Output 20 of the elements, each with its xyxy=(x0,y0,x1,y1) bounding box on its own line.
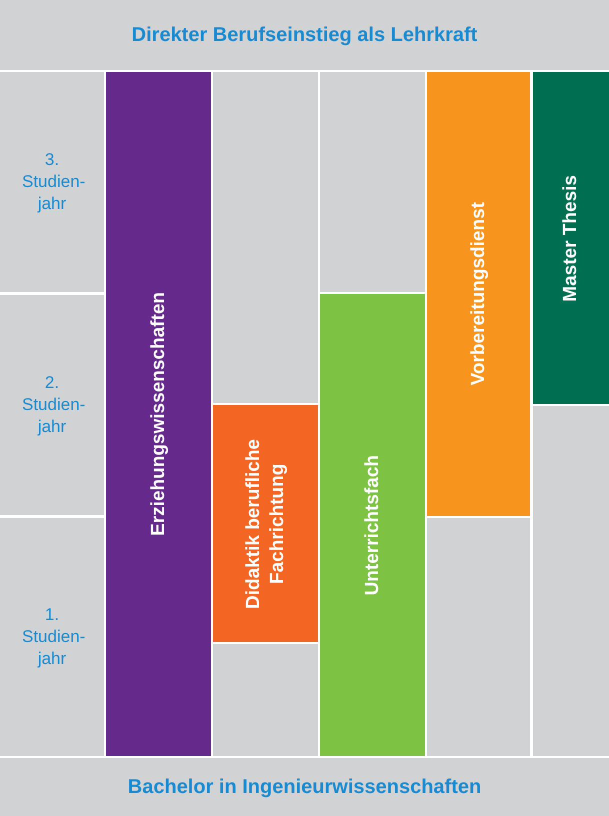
module-label: Didaktik berufliche Fachrichtung xyxy=(242,438,288,610)
heading-text: Direkter Berufseinstieg als Lehrkraft xyxy=(132,24,478,46)
module-label: Unterrichtsfach xyxy=(360,454,384,596)
module-bar xyxy=(533,72,609,404)
module-label: Master Thesis xyxy=(559,174,582,302)
header-band xyxy=(0,0,609,70)
heading-text: Bachelor in Ingenieurwissenschaften xyxy=(128,776,482,798)
year-label: 3. Studien-jahr xyxy=(22,149,82,215)
module-label: Erziehungswissenschaften xyxy=(146,292,170,536)
module-bar xyxy=(320,294,425,756)
module-bar xyxy=(213,405,318,642)
module-bar xyxy=(427,72,530,516)
year-label: 2. Studien-jahr xyxy=(22,372,82,438)
year-cell xyxy=(0,72,104,292)
year-label: 1. Studien-jahr xyxy=(22,604,82,670)
module-label: Vorbereitungsdienst xyxy=(466,202,490,386)
footer-band xyxy=(0,758,609,816)
module-bar xyxy=(106,72,211,756)
year-cell xyxy=(0,295,104,515)
year-cell xyxy=(0,518,104,756)
